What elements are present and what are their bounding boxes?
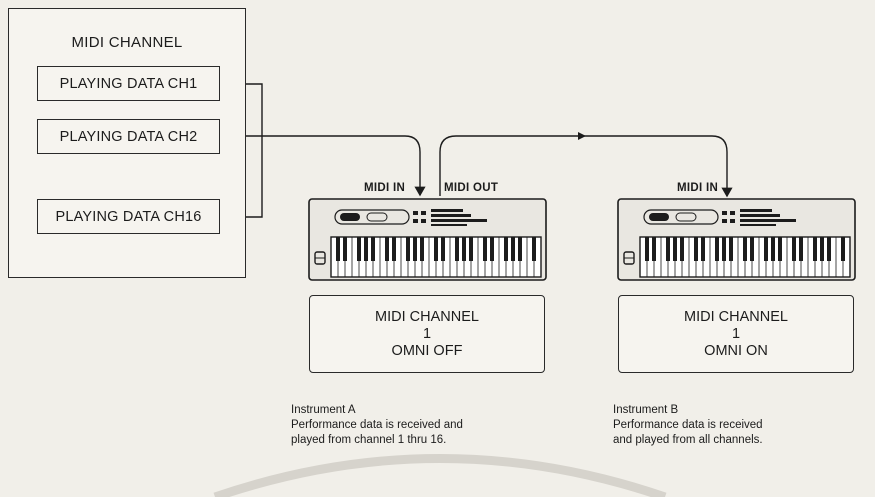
status-b-line2: 1 [732, 326, 740, 343]
instrument-a-status: MIDI CHANNEL 1 OMNI OFF [309, 295, 545, 373]
instrument-a-caption: Instrument A Performance data is receive… [291, 403, 531, 448]
status-a-line1: MIDI CHANNEL [375, 309, 479, 326]
instrument-b-midi-in-label: MIDI IN [677, 182, 718, 194]
background-arc [215, 459, 665, 497]
status-b-line1: MIDI CHANNEL [684, 309, 788, 326]
instrument-a-midi-in-label: MIDI IN [364, 182, 405, 194]
keyboard-b [618, 199, 855, 280]
keyboard-a [309, 199, 546, 280]
status-a-line2: 1 [423, 326, 431, 343]
caption-a-title: Instrument A [291, 403, 531, 418]
caption-b-line2: and played from all channels. [613, 433, 853, 448]
instrument-a-midi-out-label: MIDI OUT [444, 182, 498, 194]
caption-b-line1: Performance data is received [613, 418, 853, 433]
playing-data-ch1: PLAYING DATA CH1 [37, 66, 220, 101]
status-a-line3: OMNI OFF [392, 343, 463, 360]
status-b-line3: OMNI ON [704, 343, 768, 360]
caption-b-title: Instrument B [613, 403, 853, 418]
panel-title: MIDI CHANNEL [8, 34, 246, 51]
instrument-b-caption: Instrument B Performance data is receive… [613, 403, 853, 448]
playing-data-ch2: PLAYING DATA CH2 [37, 119, 220, 154]
playing-data-ch16: PLAYING DATA CH16 [37, 199, 220, 234]
cable-direction-arrow [578, 132, 586, 140]
caption-a-line2: played from channel 1 thru 16. [291, 433, 531, 448]
instrument-b-status: MIDI CHANNEL 1 OMNI ON [618, 295, 854, 373]
caption-a-line1: Performance data is received and [291, 418, 531, 433]
